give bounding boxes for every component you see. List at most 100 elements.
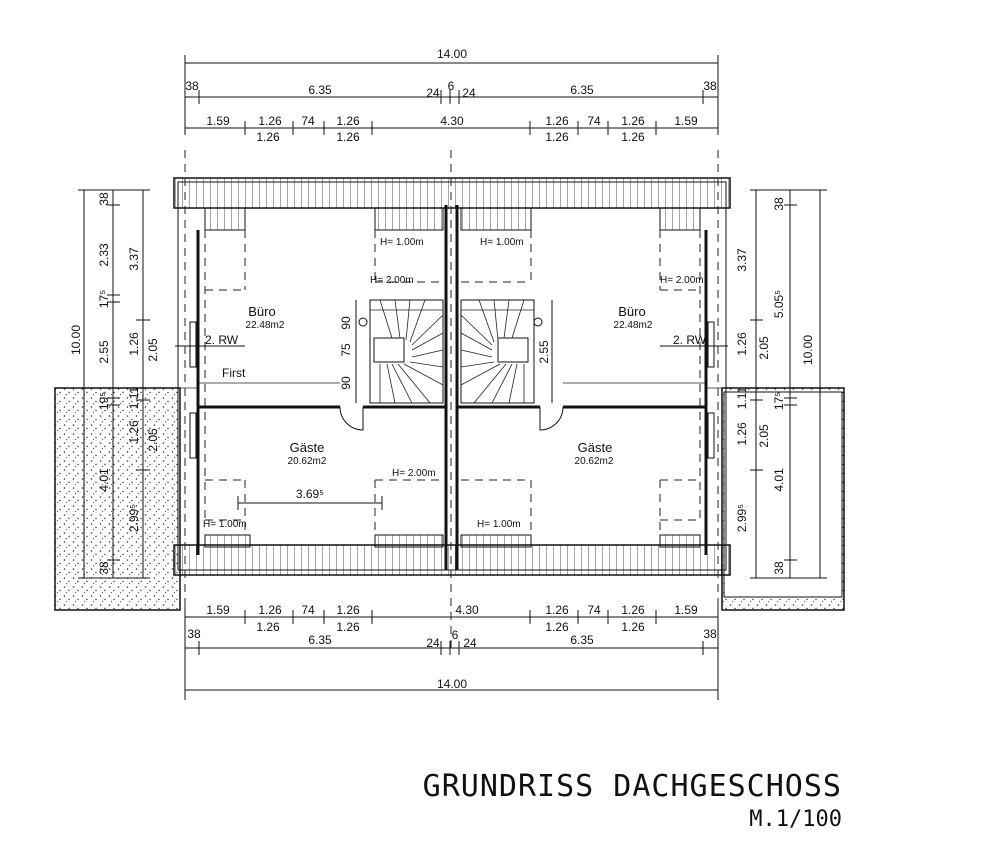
dim-seg-top-7: 1.26 <box>621 114 645 128</box>
left-dimension-chains: 10.00 38 2.33 17⁵ 2.55 19⁵ 4.01 38 3.37 … <box>69 189 160 579</box>
dim-right-bottom-38: 38 <box>772 561 786 575</box>
dim-seg-top-5b: 1.26 <box>545 130 569 144</box>
height-label-4: H= 2.00m <box>660 275 704 286</box>
height-label-6: H= 1.00m <box>203 519 247 530</box>
roof-window-label-right: 2. RW <box>673 333 707 347</box>
dim-edge-top-left: 38 <box>185 79 199 93</box>
dim-right-401: 4.01 <box>772 468 786 492</box>
dim-edge-bottom-right: 38 <box>703 627 717 641</box>
room-name-gaeste-right: Gäste <box>578 440 613 455</box>
height-label-3: H= 2.00m <box>370 275 414 286</box>
dim-seg-top-3: 74 <box>301 114 315 128</box>
dim-seg-bottom-3: 74 <box>301 603 315 617</box>
dim-left-401: 4.01 <box>97 468 111 492</box>
height-label-5: H= 2.00m <box>392 468 436 479</box>
doors <box>339 406 564 431</box>
dim-edge-bottom-left: 38 <box>187 627 201 641</box>
height-label-2: H= 1.00m <box>480 237 524 248</box>
dim-stair-90-bottom: 90 <box>339 376 353 390</box>
dim-overall-bottom: 14.00 <box>437 677 467 691</box>
dim-right-top-38: 38 <box>772 197 786 211</box>
dim-left-overall: 10.00 <box>69 325 83 355</box>
dim-seg-top-7b: 1.26 <box>621 130 645 144</box>
dim-half-bottom-left: 6.35 <box>308 633 332 647</box>
dim-right-205-b: 2.05 <box>757 424 771 448</box>
height-label-1: H= 1.00m <box>380 237 424 248</box>
room-name-buero-left: Büro <box>248 304 275 319</box>
dim-left-top-38: 38 <box>97 192 111 206</box>
dim-seg-top-4b: 1.26 <box>336 130 360 144</box>
room-labels: Büro 22.48m2 Büro 22.48m2 Gäste 20.62m2 … <box>246 304 653 467</box>
dim-stair-90-top: 90 <box>339 316 353 330</box>
dim-right-337: 3.37 <box>735 248 749 272</box>
dim-seg-top-1: 1.59 <box>206 114 230 128</box>
dim-seg-top-8: 1.59 <box>674 114 698 128</box>
dim-left-126-b: 1.26 <box>127 420 141 444</box>
dim-seg-top-5: 1.26 <box>545 114 569 128</box>
stair-dimensions: 90 75 90 2.55 <box>339 300 553 403</box>
dim-right-175: 17⁵ <box>772 392 786 410</box>
dim-right-5055: 5.05⁵ <box>772 290 786 318</box>
dim-wall-bottom-left: 24 <box>426 636 440 650</box>
dim-left-337: 3.37 <box>127 247 141 271</box>
dim-right-205-a: 2.05 <box>757 336 771 360</box>
staircase-left <box>358 299 444 404</box>
room-area-gaeste-left: 20.62m2 <box>288 456 327 467</box>
dim-half-bottom-right: 6.35 <box>570 633 594 647</box>
dim-left-2995: 2.99⁵ <box>127 504 141 532</box>
dim-left-111: 1.11 <box>127 386 141 409</box>
dim-party-wall-bottom: 6 <box>452 628 459 642</box>
dim-half-top-left: 6.35 <box>308 83 332 97</box>
height-labels: H= 1.00m H= 1.00m H= 2.00m H= 2.00m H= 2… <box>175 237 728 530</box>
dim-seg-bottom-5: 1.26 <box>545 603 569 617</box>
dim-seg-bottom-4b: 1.26 <box>336 620 360 634</box>
dim-seg-top-6: 74 <box>587 114 601 128</box>
dim-seg-bottom-7b: 1.26 <box>621 620 645 634</box>
dim-left-205-b: 2.05 <box>146 428 160 452</box>
staircase-right <box>460 299 543 404</box>
roof-eaves <box>173 177 731 576</box>
dim-left-bottom-38: 38 <box>97 561 111 575</box>
dim-seg-bottom-2: 1.26 <box>258 603 282 617</box>
room-area-buero-right: 22.48m2 <box>614 320 653 331</box>
dim-overall-top: 14.00 <box>437 47 467 61</box>
room-name-buero-right: Büro <box>618 304 645 319</box>
dim-edge-top-right: 38 <box>703 79 717 93</box>
dim-seg-bottom-8: 1.59 <box>674 603 698 617</box>
dim-stair-255: 2.55 <box>537 340 551 364</box>
balcony-left <box>54 387 181 611</box>
bottom-dimension-chains: 1.59 1.26 1.26 74 1.26 1.26 4.30 1.26 1.… <box>184 603 719 700</box>
ridge-lines <box>184 150 719 650</box>
room-area-gaeste-right: 20.62m2 <box>575 456 614 467</box>
dim-seg-bottom-mid: 4.30 <box>455 603 479 617</box>
dim-left-255: 2.55 <box>97 340 111 364</box>
top-dimension-chains: 14.00 38 6.35 24 6 24 6.35 38 1.59 1.26 … <box>184 47 719 144</box>
dim-left-175: 17⁵ <box>97 290 111 308</box>
dim-half-top-right: 6.35 <box>570 83 594 97</box>
knee-wall-lines <box>204 230 701 535</box>
room-name-gaeste-left: Gäste <box>290 440 325 455</box>
dim-wall-top-left: 24 <box>426 86 440 100</box>
dim-seg-bottom-6: 74 <box>587 603 601 617</box>
dim-seg-top-4: 1.26 <box>336 114 360 128</box>
dim-party-wall-top: 6 <box>448 79 455 93</box>
room-area-buero-left: 22.48m2 <box>246 320 285 331</box>
ridge-label: First <box>222 366 246 380</box>
drawing-scale: M.1/100 <box>749 807 842 832</box>
dim-wall-bottom-right: 24 <box>463 636 477 650</box>
dim-wall-top-right: 24 <box>462 86 476 100</box>
dim-seg-bottom-5b: 1.26 <box>545 620 569 634</box>
dim-right-126-a: 1.26 <box>735 332 749 356</box>
dim-seg-bottom-1: 1.59 <box>206 603 230 617</box>
dim-left-195: 19⁵ <box>97 392 111 410</box>
dim-seg-top-2b: 1.26 <box>256 130 280 144</box>
dim-seg-top-2: 1.26 <box>258 114 282 128</box>
building-walls <box>177 181 727 571</box>
dim-seg-bottom-2b: 1.26 <box>256 620 280 634</box>
dim-seg-bottom-4: 1.26 <box>336 603 360 617</box>
right-dimension-chains: 3.37 1.26 1.11 1.26 2.99⁵ 2.05 2.05 38 5… <box>735 189 827 579</box>
dim-right-overall: 10.00 <box>801 335 815 365</box>
dim-seg-bottom-7: 1.26 <box>621 603 645 617</box>
dim-width-gaeste: 3.69⁵ <box>296 487 324 501</box>
